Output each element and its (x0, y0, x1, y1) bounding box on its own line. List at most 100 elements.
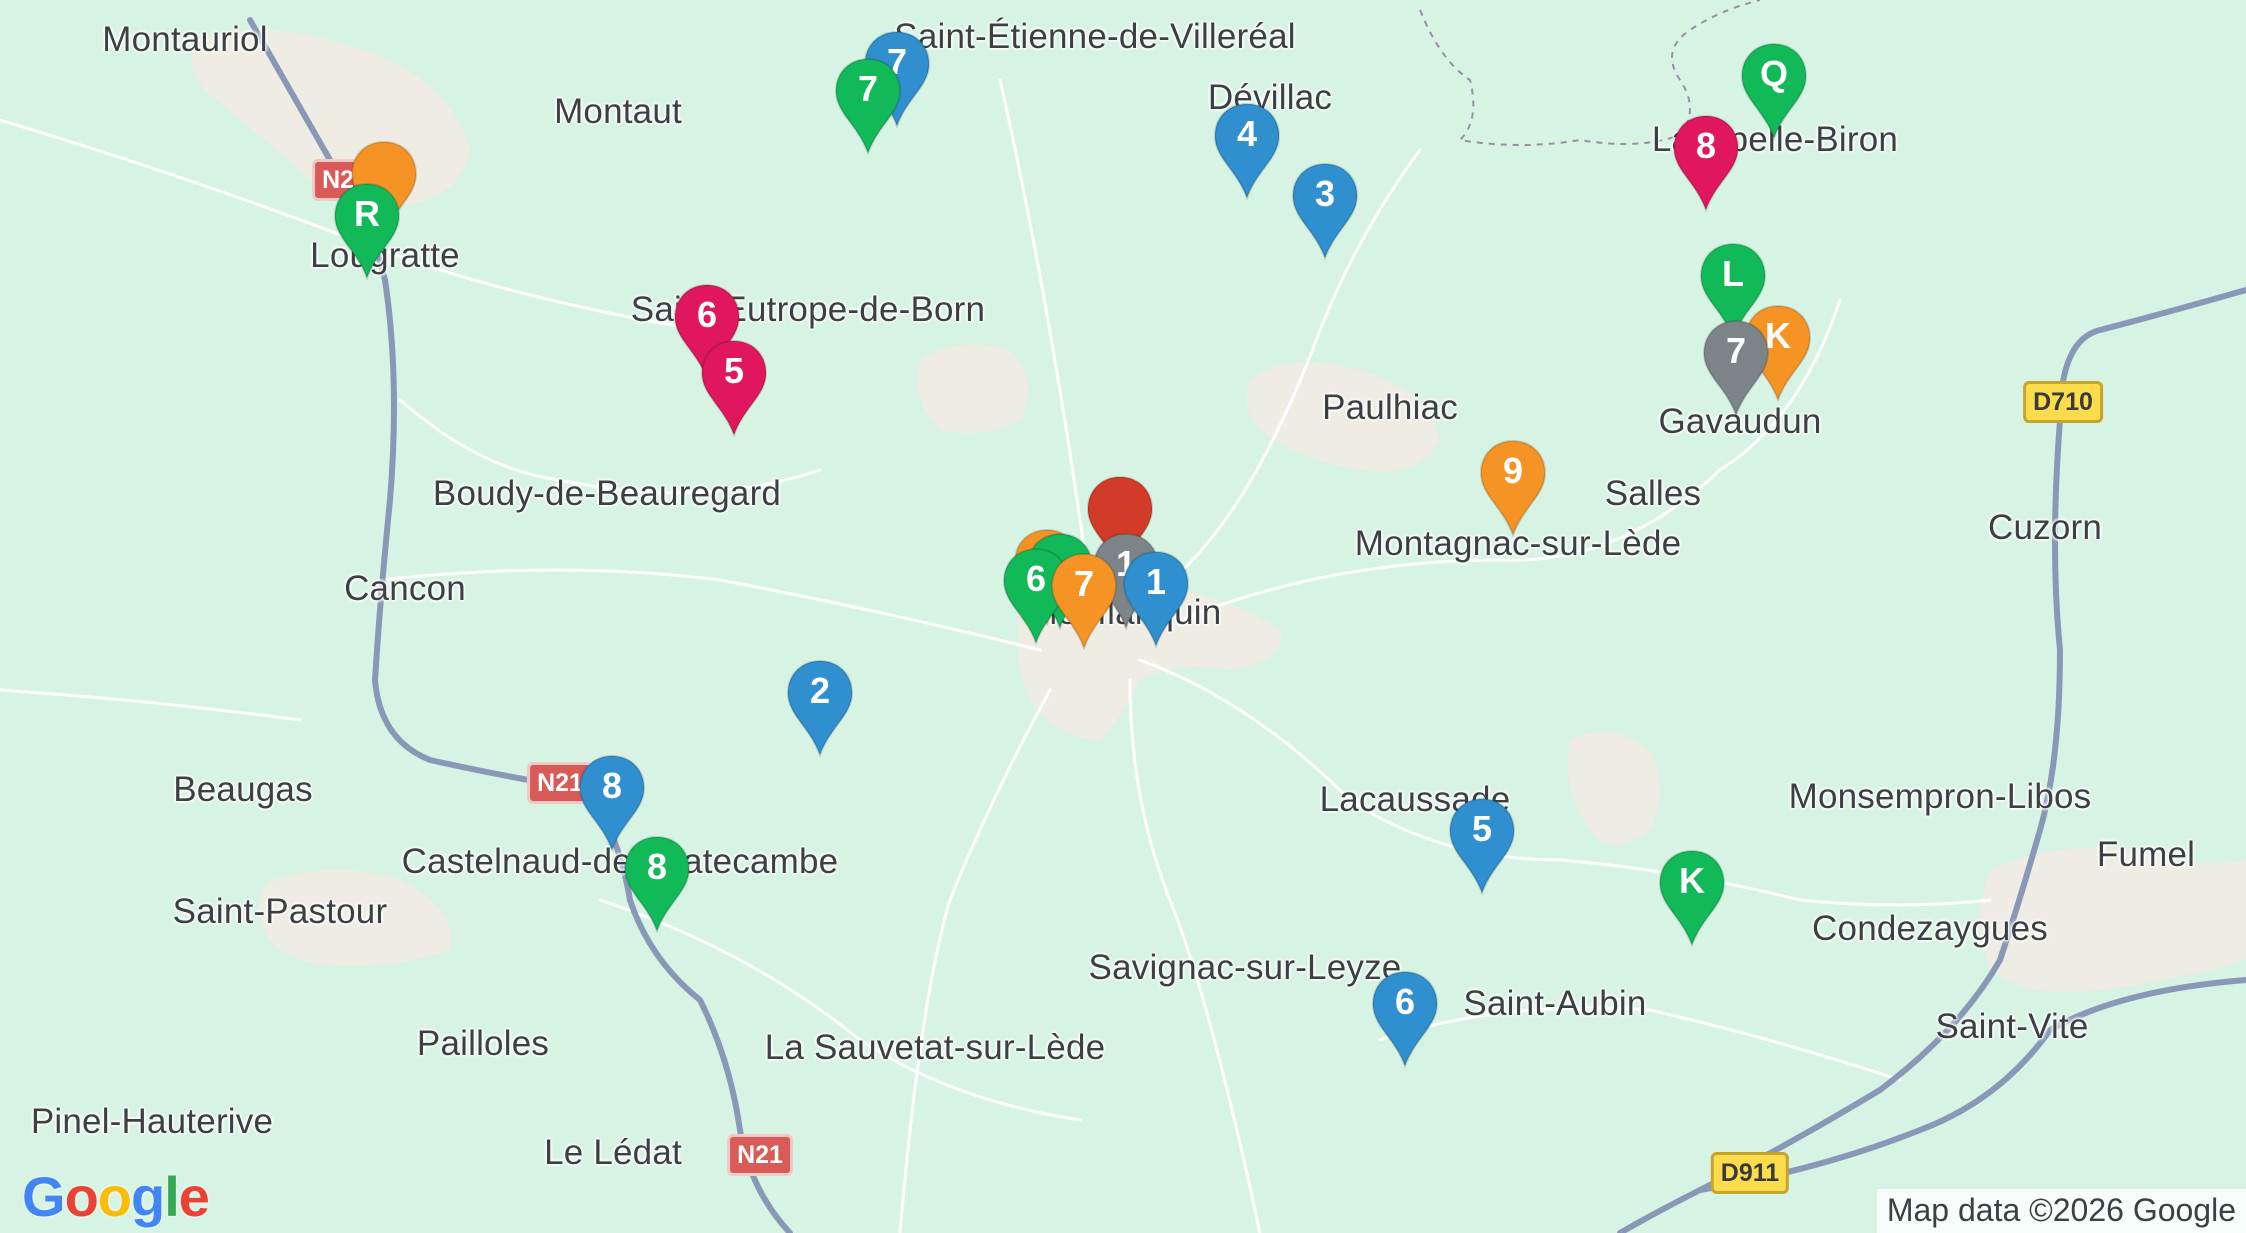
map-marker-label: L (1722, 253, 1744, 294)
map-pin-shape (1050, 552, 1118, 650)
map-marker-label: 5 (723, 350, 745, 391)
place-label-saint-aubin[interactable]: Saint-Aubin (1463, 984, 1647, 1023)
map-marker-label: 5 (1471, 808, 1493, 849)
map-pin-icon (1702, 319, 1770, 417)
map-marker-1[interactable]: 1 (1118, 548, 1194, 648)
place-label-saint-vite[interactable]: Saint-Vite (1935, 1007, 2089, 1046)
place-label-saint-pastour[interactable]: Saint-Pastour (172, 892, 388, 931)
map-marker-9[interactable]: 9 (1475, 437, 1551, 537)
place-label-montaut[interactable]: Montaut (554, 92, 682, 131)
map-pin-icon (1122, 550, 1190, 648)
map-pin-shape (1213, 102, 1281, 200)
road-shield-d710: D710 (2023, 381, 2103, 423)
map-marker-8[interactable]: 8 (619, 833, 695, 933)
map-pin-icon (1658, 849, 1726, 947)
map-marker-k[interactable]: K (1654, 847, 1730, 947)
minor-road-11 (1378, 1006, 1902, 1082)
place-label-pinel-hauterive[interactable]: Pinel-Hauterive (30, 1102, 274, 1141)
map-marker-label: K (1679, 860, 1705, 901)
place-label-cancon[interactable]: Cancon (344, 569, 466, 608)
place-label-monsempron-libos[interactable]: Monsempron-Libos (1788, 777, 2092, 816)
map-marker-label: 9 (1502, 450, 1524, 491)
road-shield-n21: N21 (727, 1134, 793, 1176)
map-pin-shape (333, 182, 401, 280)
place-label-paulhiac[interactable]: Paulhiac (1322, 388, 1458, 427)
minor-road-7 (1128, 678, 1262, 1233)
map-marker-8[interactable]: 8 (574, 752, 650, 852)
map-marker-7[interactable]: 7 (1046, 550, 1122, 650)
place-label-castelnaud-de-gratecambe[interactable]: Castelnaud-de-Gratecambe (401, 842, 839, 881)
place-label-salles[interactable]: Salles (1604, 474, 1702, 513)
map-marker-label: 7 (1073, 563, 1095, 604)
minor-road-5 (378, 568, 1042, 652)
google-logo-letter: g (131, 1165, 165, 1228)
map-marker-6[interactable]: 6 (1367, 968, 1443, 1068)
minor-roads (0, 78, 1992, 1233)
map-marker-7[interactable]: 7 (830, 55, 906, 155)
map-marker-5[interactable]: 5 (696, 337, 772, 437)
google-logo-letter: o (64, 1165, 99, 1228)
map-marker-7[interactable]: 7 (1698, 317, 1774, 417)
map-marker-label: Q (1759, 53, 1788, 94)
minor-road-3 (1158, 148, 1422, 592)
map-pin-shape (834, 57, 902, 155)
google-logo-letter: l (164, 1165, 180, 1228)
minor-road-2 (998, 78, 1092, 592)
map-pin-icon (1448, 797, 1516, 895)
place-label-fumel[interactable]: Fumel (2096, 835, 2196, 874)
map-pin-icon (700, 339, 768, 437)
map-pin-icon (1213, 102, 1281, 200)
place-label-condezaygues[interactable]: Condezaygues (1812, 909, 2048, 948)
urban-area-saint-pastour (258, 870, 452, 966)
place-label-montauriol[interactable]: Montauriol (102, 20, 268, 59)
d911-road (1697, 977, 2246, 1193)
d710-road (1617, 287, 2246, 1233)
map-marker-8[interactable]: 8 (1668, 112, 1744, 212)
map-pin-icon (623, 835, 691, 933)
place-label-cuzorn[interactable]: Cuzorn (1987, 508, 2103, 547)
map-pin-icon (578, 754, 646, 852)
map-pin-icon (1291, 162, 1359, 260)
map-pin-shape (578, 754, 646, 852)
google-logo[interactable]: Google (22, 1164, 210, 1229)
minor-road-8 (898, 688, 1052, 1233)
urban-area-woodland-1 (917, 344, 1028, 434)
map-pin-icon (834, 57, 902, 155)
map-attribution[interactable]: Map data ©2026 Google (1876, 1189, 2246, 1233)
map-pin-shape (1448, 797, 1516, 895)
map-pin-shape (1371, 970, 1439, 1068)
place-label-boudy-de-beauregard[interactable]: Boudy-de-Beauregard (432, 474, 782, 513)
map-marker-4[interactable]: 4 (1209, 100, 1285, 200)
map-pin-shape (1479, 439, 1547, 537)
map-pin-icon (1740, 42, 1808, 140)
admin-boundary (1419, 0, 1761, 146)
map-marker-2[interactable]: 2 (782, 657, 858, 757)
urban-area-fumel (1980, 847, 2246, 993)
place-label-pailloles[interactable]: Pailloles (416, 1024, 550, 1063)
place-label-beaugas[interactable]: Beaugas (173, 770, 313, 809)
place-label-saint-tienne-de-viller-al[interactable]: Saint-Étienne-de-Villeréal (894, 17, 1296, 56)
map-marker-5[interactable]: 5 (1444, 795, 1520, 895)
map-marker-q[interactable]: Q (1736, 40, 1812, 140)
map-marker-r[interactable]: R (329, 180, 405, 280)
map-pin-icon (1672, 114, 1740, 212)
map-pin-shape (1672, 114, 1740, 212)
map-pin-icon (1050, 552, 1118, 650)
place-label-montagnac-sur-l-de[interactable]: Montagnac-sur-Lède (1354, 524, 1682, 563)
map-marker-l[interactable]: L (1695, 240, 1771, 340)
map-marker-label: 4 (1236, 113, 1258, 154)
place-label-le-l-dat[interactable]: Le Lédat (544, 1133, 682, 1172)
place-label-gavaudun[interactable]: Gavaudun (1658, 402, 1822, 441)
place-label-savignac-sur-leyze[interactable]: Savignac-sur-Leyze (1088, 948, 1402, 987)
map-pin-shape (1740, 42, 1808, 140)
map-pin-shape (1291, 162, 1359, 260)
map-pin-shape (1658, 849, 1726, 947)
place-label-la-sauvetat-sur-l-de[interactable]: La Sauvetat-sur-Lède (764, 1028, 1106, 1067)
map-pin-icon (333, 182, 401, 280)
map-marker-label: K (1765, 315, 1791, 356)
map-marker-3[interactable]: 3 (1287, 160, 1363, 260)
google-logo-letter: G (22, 1165, 66, 1228)
map-pin-icon (786, 659, 854, 757)
map-pin-shape (1702, 319, 1770, 417)
